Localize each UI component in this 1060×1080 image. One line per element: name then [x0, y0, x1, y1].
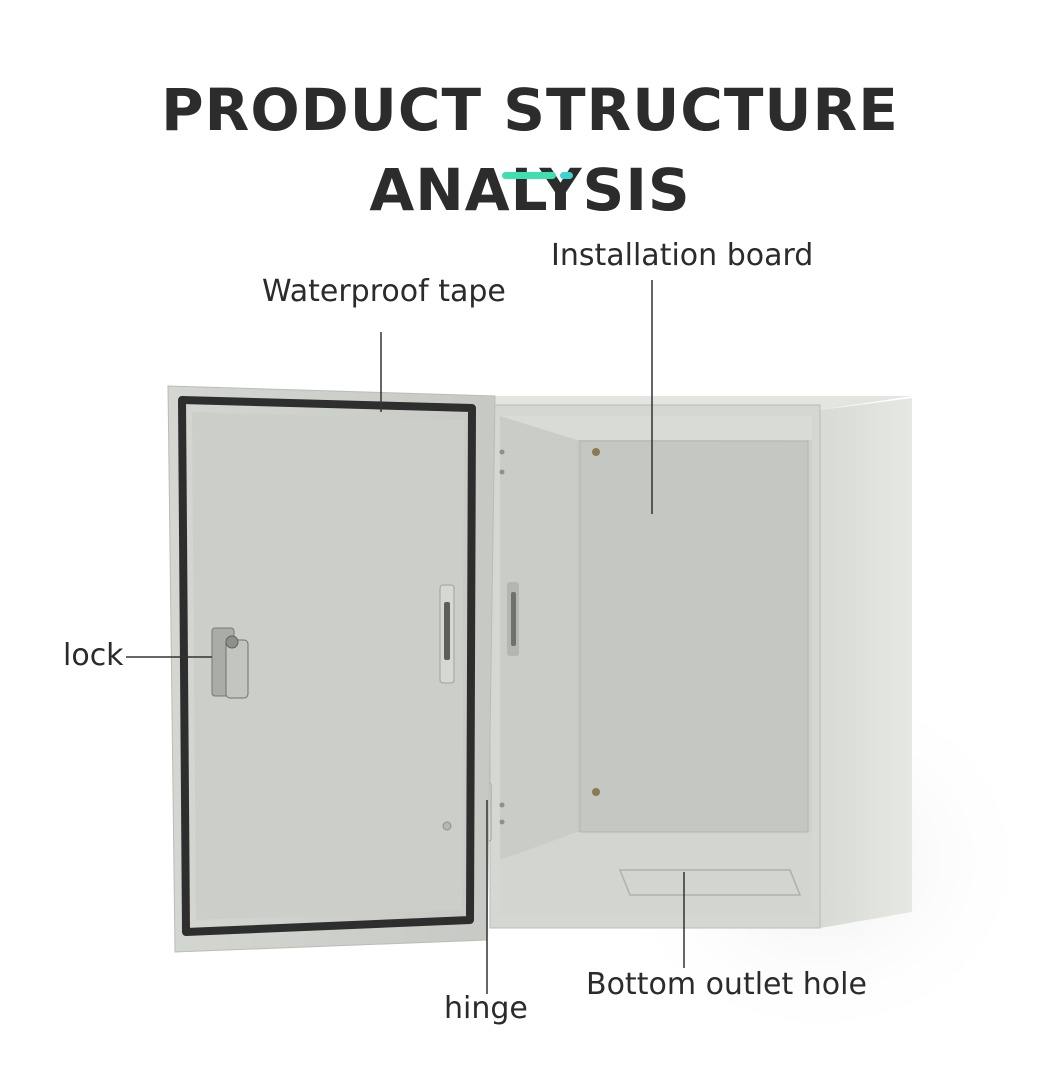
door-screw — [442, 821, 452, 831]
label-bottom-outlet-hole: Bottom outlet hole — [586, 967, 867, 1002]
lock-mechanism — [211, 627, 249, 699]
title-accent-dot — [560, 172, 573, 179]
label-hinge: hinge — [444, 991, 528, 1026]
cabinet-bottom-floor — [500, 832, 812, 914]
label-waterproof-tape: Waterproof tape — [262, 274, 506, 309]
cabinet-door — [167, 385, 496, 953]
installation-board — [579, 440, 809, 833]
title-accent-bar — [502, 172, 556, 179]
waterproof-gasket — [178, 396, 476, 936]
board-screw — [592, 788, 600, 796]
label-installation-board: Installation board — [551, 238, 814, 273]
label-lock: lock — [63, 638, 124, 673]
leader-lines — [126, 280, 685, 994]
board-screw — [592, 448, 600, 456]
page-title: PRODUCT STRUCTURE ANALYSIS — [161, 76, 899, 224]
cabinet-body — [489, 396, 912, 929]
outlet-hole — [618, 869, 802, 896]
cabinet-side-panel — [820, 398, 912, 928]
